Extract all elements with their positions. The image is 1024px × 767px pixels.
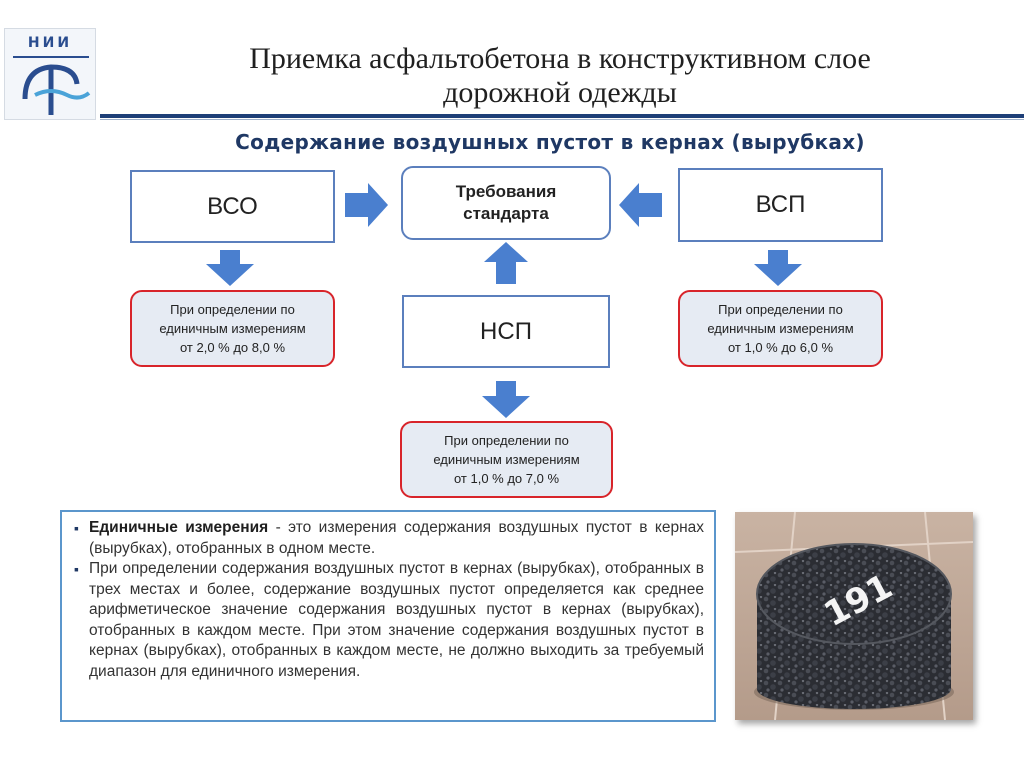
- vso-range-line-2: единичным измерениям: [159, 319, 305, 338]
- vso-range-box: При определении по единичным измерениям …: [130, 290, 335, 367]
- core-sample-photo: 191: [735, 512, 973, 720]
- vsp-range-box: При определении по единичным измерениям …: [678, 290, 883, 367]
- nsp-range-box: При определении по единичным измерениям …: [400, 421, 613, 498]
- nsp-range-line-2: единичным измерениям: [433, 450, 579, 469]
- vsp-range-value: от 1,0 % до 6,0 %: [707, 338, 853, 357]
- nsp-box: НСП: [402, 295, 610, 368]
- vso-range-line-1: При определении по: [159, 300, 305, 319]
- definition-item: Единичные измерения - это измерения соде…: [74, 518, 704, 559]
- rule-item: При определении содержания воздушных пус…: [74, 559, 704, 682]
- vsp-label: ВСП: [756, 191, 806, 219]
- vsp-range-line-1: При определении по: [707, 300, 853, 319]
- vso-range-value: от 2,0 % до 8,0 %: [159, 338, 305, 357]
- arrow-down-icon: [754, 250, 802, 286]
- definitions-panel: Единичные измерения - это измерения соде…: [60, 510, 716, 722]
- arrow-up-icon: [484, 242, 528, 284]
- vso-label: ВСО: [207, 193, 258, 221]
- vsp-range-line-2: единичным измерениям: [707, 319, 853, 338]
- nsp-range-value: от 1,0 % до 7,0 %: [433, 469, 579, 488]
- standard-requirements-box: Требования стандарта: [401, 166, 611, 240]
- nsp-label: НСП: [480, 318, 532, 346]
- arrow-right-icon: [345, 183, 388, 227]
- arrow-down-icon: [206, 250, 254, 286]
- vso-box: ВСО: [130, 170, 335, 243]
- nsp-range-line-1: При определении по: [433, 431, 579, 450]
- rule-text: При определении содержания воздушных пус…: [89, 560, 704, 680]
- standard-line-1: Требования: [456, 181, 557, 203]
- arrow-left-icon: [619, 183, 662, 227]
- vsp-box: ВСП: [678, 168, 883, 242]
- definition-term: Единичные измерения: [89, 519, 268, 536]
- asphalt-core-image: 191: [735, 512, 973, 720]
- arrow-down-icon: [482, 381, 530, 418]
- standard-line-2: стандарта: [456, 203, 557, 225]
